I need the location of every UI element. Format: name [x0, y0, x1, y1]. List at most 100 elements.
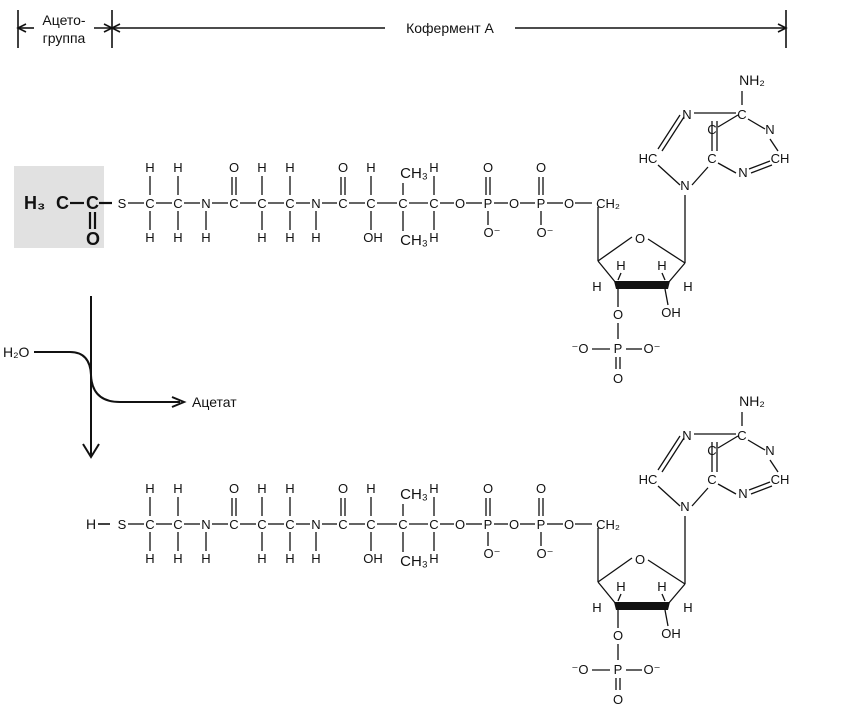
- phosphorus-atom: P: [537, 196, 546, 211]
- carbon-atom: C: [229, 196, 238, 211]
- nitrogen-atom: N: [201, 517, 210, 532]
- sulfur-atom: S: [118, 517, 127, 532]
- bond-line: [664, 288, 669, 306]
- nitrogen-atom: N: [201, 196, 210, 211]
- ester-oxygen: O: [613, 628, 623, 643]
- methyl-group: CH₃: [400, 165, 428, 182]
- bond-line: [597, 581, 617, 605]
- hydrogen-atom: H: [173, 481, 182, 496]
- carbonyl-oxygen: O: [338, 481, 348, 496]
- hydrogen-atom: H: [285, 230, 294, 245]
- hydrogen-atom: H: [173, 230, 182, 245]
- ring-nitrogen: N: [765, 443, 774, 458]
- carbonyl-oxygen: O: [229, 481, 239, 496]
- bond-line: [661, 116, 685, 152]
- ring-carbon: C: [707, 151, 716, 166]
- oxygen-atom: O: [455, 517, 465, 532]
- oxygen-atom: O: [564, 517, 574, 532]
- hydrogen-atom: H: [429, 160, 438, 175]
- bond-line: [717, 483, 737, 495]
- ch2-group: CH₂: [596, 517, 620, 532]
- phosphate-double-oxygen: O: [613, 371, 623, 386]
- phosphate-double-oxygen: O: [613, 692, 623, 707]
- carbon-atom: C: [285, 517, 294, 532]
- bond-line: [750, 485, 773, 495]
- acetate-label: Ацетат: [192, 394, 237, 410]
- bond-line: [661, 593, 666, 602]
- bond-line: [748, 481, 771, 491]
- ring-nitrogen: N: [680, 499, 689, 514]
- coenzyme-a-label: Кофермент А: [406, 20, 494, 36]
- hydrogen-atom: H: [257, 551, 266, 566]
- ring-carbon: C: [737, 428, 746, 443]
- hydrogen-atom: H: [173, 160, 182, 175]
- bond-line: [597, 260, 617, 284]
- phosphate-oxygen-minus: O⁻: [537, 225, 554, 240]
- bond-line: [747, 439, 766, 451]
- carbon-atom: C: [366, 517, 375, 532]
- hydrogen-atom: H: [366, 481, 375, 496]
- ribose-hydroxyl: OH: [661, 305, 681, 320]
- carbon-atom: C: [429, 196, 438, 211]
- water-label: H₂O: [3, 344, 30, 360]
- ribose-hydrogen: H: [616, 258, 625, 273]
- ch2-group: CH₂: [596, 196, 620, 211]
- hydrogen-atom: H: [311, 230, 320, 245]
- ribose-hydrogen: H: [683, 279, 692, 294]
- carbon-atom: C: [398, 517, 407, 532]
- ribose-hydrogen: H: [657, 579, 666, 594]
- bond-line: [667, 262, 686, 284]
- bond-line: [717, 162, 737, 174]
- ribose-hydrogen: H: [657, 258, 666, 273]
- hydrogen-atom: H: [429, 551, 438, 566]
- acetyl-group-label-line1: Ацето-: [42, 12, 86, 28]
- methyl-group: CH₃: [400, 486, 428, 503]
- amino-group: NH₂: [739, 393, 765, 409]
- hydrogen-atom: H: [285, 481, 294, 496]
- hydrogen-atom: H: [145, 551, 154, 566]
- bond-line: [748, 160, 771, 170]
- hydrogen-atom: H: [257, 230, 266, 245]
- hydrogen-atom: H: [366, 160, 375, 175]
- hydroxyl-group: OH: [363, 551, 383, 566]
- phosphoryl-oxygen: O: [483, 481, 493, 496]
- ring-hc: HC: [639, 472, 658, 487]
- ring-nitrogen: N: [738, 486, 747, 501]
- bond-line: [597, 236, 633, 262]
- ribose-front-bond: [614, 281, 670, 289]
- ring-nitrogen: N: [682, 107, 691, 122]
- hydrogen-atom: H: [145, 481, 154, 496]
- hydrogen-atom: H: [257, 481, 266, 496]
- ring-nitrogen: N: [738, 165, 747, 180]
- oxygen-atom: O: [509, 517, 519, 532]
- bond-line: [747, 118, 766, 130]
- acetyl-h3: H₃: [24, 193, 45, 213]
- nitrogen-atom: N: [311, 517, 320, 532]
- carbon-atom: C: [366, 196, 375, 211]
- phosphate-o-minus-right: O⁻: [644, 662, 661, 677]
- ring-nitrogen: N: [682, 428, 691, 443]
- hydrogen-atom: H: [429, 481, 438, 496]
- ribose-hydrogen: H: [592, 279, 601, 294]
- ribose-front-bond: [614, 602, 670, 610]
- carbon-atom: C: [429, 517, 438, 532]
- ribose-hydrogen: H: [616, 579, 625, 594]
- phosphate-oxygen-minus: O⁻: [484, 225, 501, 240]
- oxygen-atom: O: [455, 196, 465, 211]
- carbon-atom: C: [145, 517, 154, 532]
- sulfur-atom: S: [118, 196, 127, 211]
- free-coa-molecule: H: [86, 516, 110, 532]
- acetyl-oxygen: O: [86, 229, 100, 249]
- ribose-hydroxyl: OH: [661, 626, 681, 641]
- amino-group: NH₂: [739, 72, 765, 88]
- phosphate-oxygen-minus: O⁻: [484, 546, 501, 561]
- bond-line: [769, 459, 779, 473]
- ring-oxygen: O: [635, 231, 645, 246]
- carbon-atom: C: [338, 517, 347, 532]
- phosphate-o-minus-left: ⁻O: [572, 341, 589, 356]
- acetyl-coa-molecule: H₃ C C O: [24, 193, 112, 249]
- ribose-hydrogen: H: [683, 600, 692, 615]
- carbonyl-oxygen: O: [229, 160, 239, 175]
